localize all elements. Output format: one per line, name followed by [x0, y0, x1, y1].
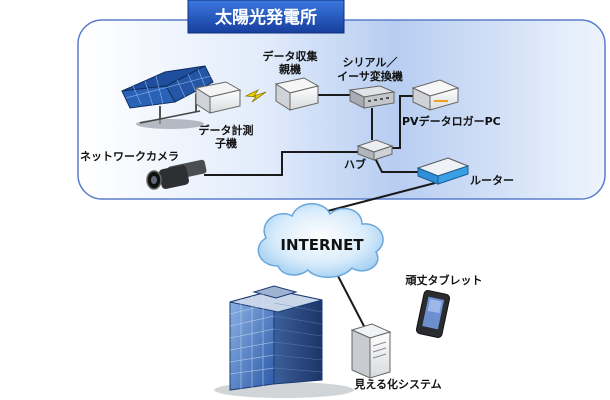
- router-label: ルーター: [470, 174, 514, 187]
- network-hub-icon: [356, 139, 394, 161]
- internet-label: INTERNET: [280, 236, 364, 254]
- tablet-icon: [415, 290, 451, 338]
- collector-label-line1: データ収集: [263, 49, 319, 63]
- logger-pc-label: PVデータロガーPC: [402, 114, 501, 128]
- camera-label: ネットワークカメラ: [80, 150, 179, 163]
- meter-label-line2: 子機: [215, 136, 237, 150]
- connection-wires: [204, 94, 436, 331]
- tablet-label: 頑丈タブレット: [405, 273, 483, 287]
- title-bar: 太陽光発電所: [187, 0, 345, 34]
- solar-panel-icon: [121, 65, 214, 129]
- converter-label-line1: シリアル／: [343, 56, 398, 69]
- network-camera-icon: [146, 159, 207, 190]
- hub-label: ハブ: [344, 157, 366, 171]
- data-meter-icon: [194, 81, 242, 114]
- data-collector-icon: [274, 77, 320, 111]
- internet-cloud-icon: INTERNET: [257, 203, 384, 278]
- server-label: 見える化システム: [353, 377, 441, 391]
- office-building-icon: [214, 285, 354, 398]
- converter-label-line2: イーサ変換機: [337, 69, 403, 83]
- serial-converter-icon: [348, 85, 396, 109]
- wireless-signal-icon: [244, 88, 267, 103]
- pc-icon: [411, 79, 460, 111]
- router-icon: [416, 157, 470, 185]
- server-icon: [350, 323, 392, 379]
- page-title: 太陽光発電所: [215, 7, 317, 28]
- meter-label-line1: データ計測: [199, 123, 254, 137]
- collector-label-line2: 親機: [279, 62, 301, 76]
